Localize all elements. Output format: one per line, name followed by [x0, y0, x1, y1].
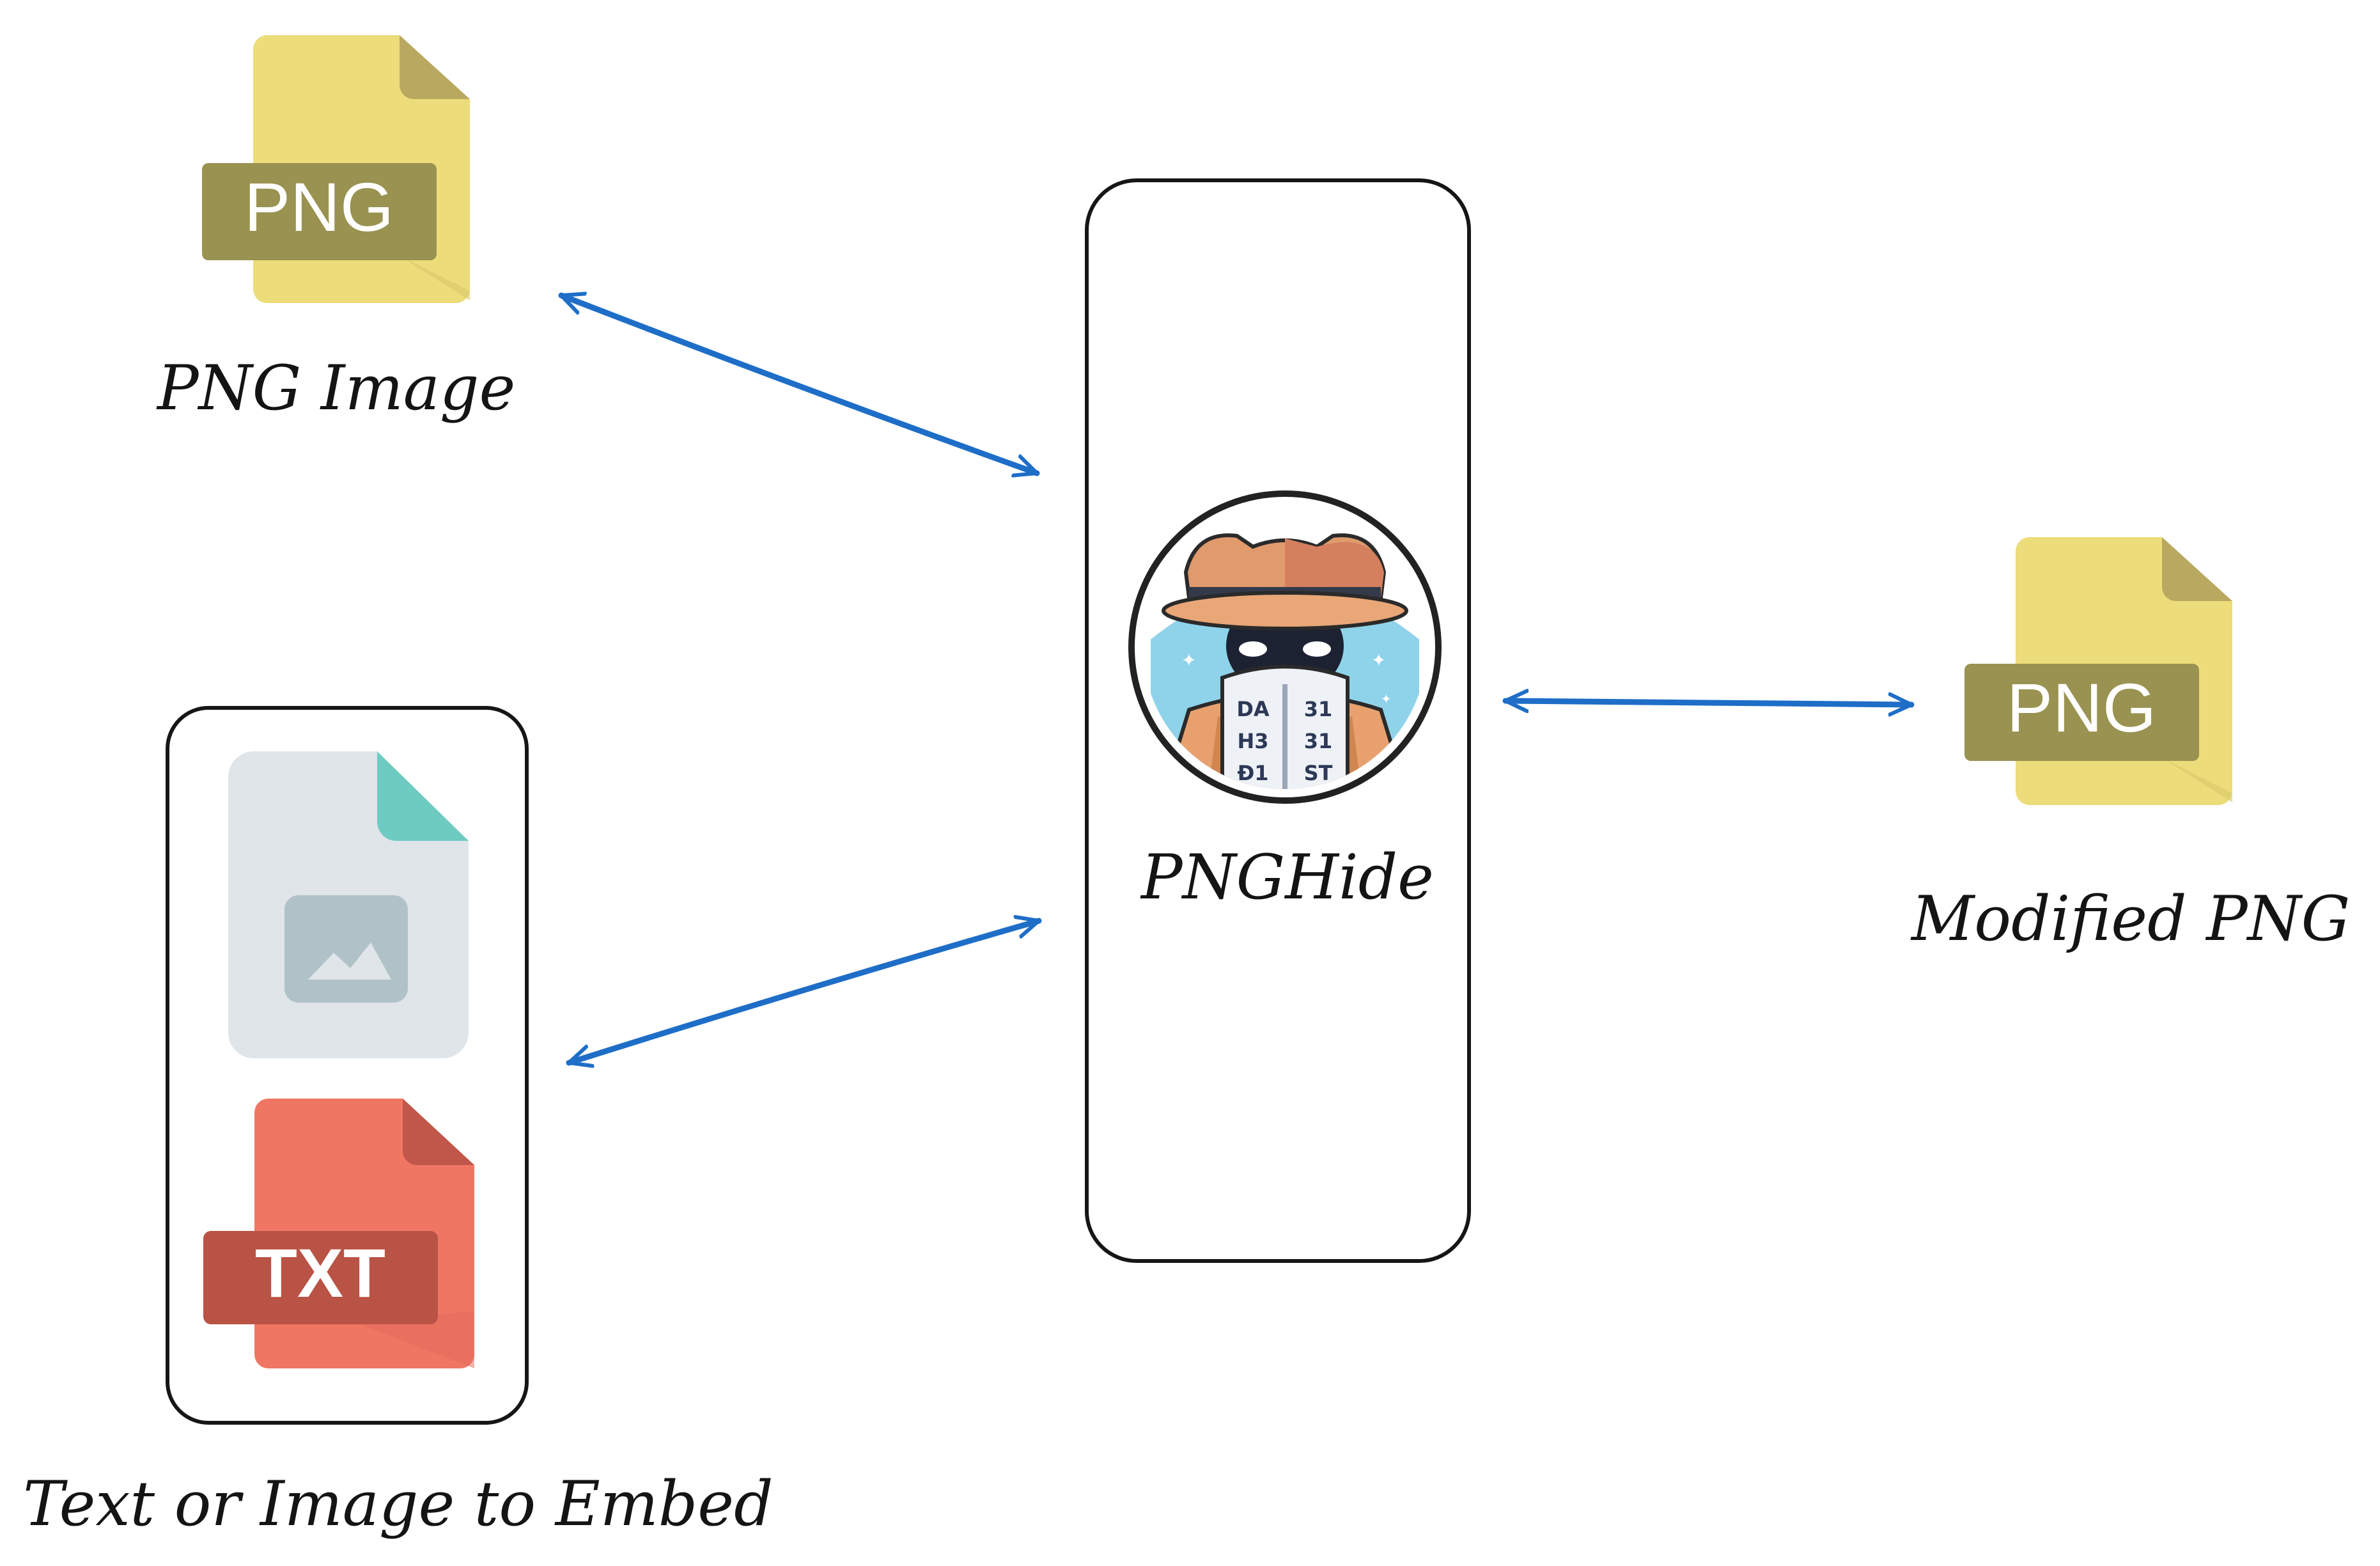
pnghide-caption: PNGHide: [1140, 842, 1434, 913]
mask-code-left-3: Ð1: [1237, 761, 1268, 785]
arrows: [558, 295, 1915, 1063]
mask-code-right-3: ST: [1304, 761, 1333, 785]
mask-code-left-2: H3: [1237, 729, 1268, 753]
arrow-embed-pnghide: [566, 921, 1042, 1063]
arrow-pnghide-modified-png: [1502, 701, 1915, 705]
embed-input-caption: Text or Image to Embed: [23, 1468, 774, 1540]
png-image-caption: PNG Image: [156, 352, 515, 424]
modified-png-caption: Modified PNG: [1910, 883, 2350, 955]
png-image-badge: PNG: [244, 168, 394, 246]
mask-code-left-1: DA: [1236, 697, 1270, 721]
modified-png-node: PNG Modified PNG: [1910, 537, 2350, 955]
mask-code-right-1: 31: [1304, 697, 1333, 721]
spy-logo-icon: ✦ ✦ ✦ DA H3 Ð1 31 31 ST: [1128, 490, 1442, 804]
png-file-icon: PNG: [202, 35, 470, 303]
modified-png-badge: PNG: [2007, 669, 2156, 746]
image-file-icon: [228, 751, 469, 1058]
sparkle-icon: ✦: [1181, 650, 1196, 671]
txt-file-icon: TXT: [203, 1099, 474, 1368]
mask-code-right-2: 31: [1304, 729, 1333, 753]
embed-input-node: TXT Text or Image to Embed: [23, 706, 774, 1540]
png-file-icon: PNG: [1964, 537, 2232, 805]
arrow-png-image-pnghide: [558, 295, 1040, 473]
pnghide-node: ✦ ✦ ✦ DA H3 Ð1 31 31 ST: [1085, 178, 1471, 1263]
sparkle-icon: ✦: [1371, 650, 1386, 671]
sparkle-icon: ✦: [1381, 691, 1392, 707]
png-image-node: PNG PNG Image: [156, 35, 515, 424]
txt-badge: TXT: [255, 1234, 385, 1312]
